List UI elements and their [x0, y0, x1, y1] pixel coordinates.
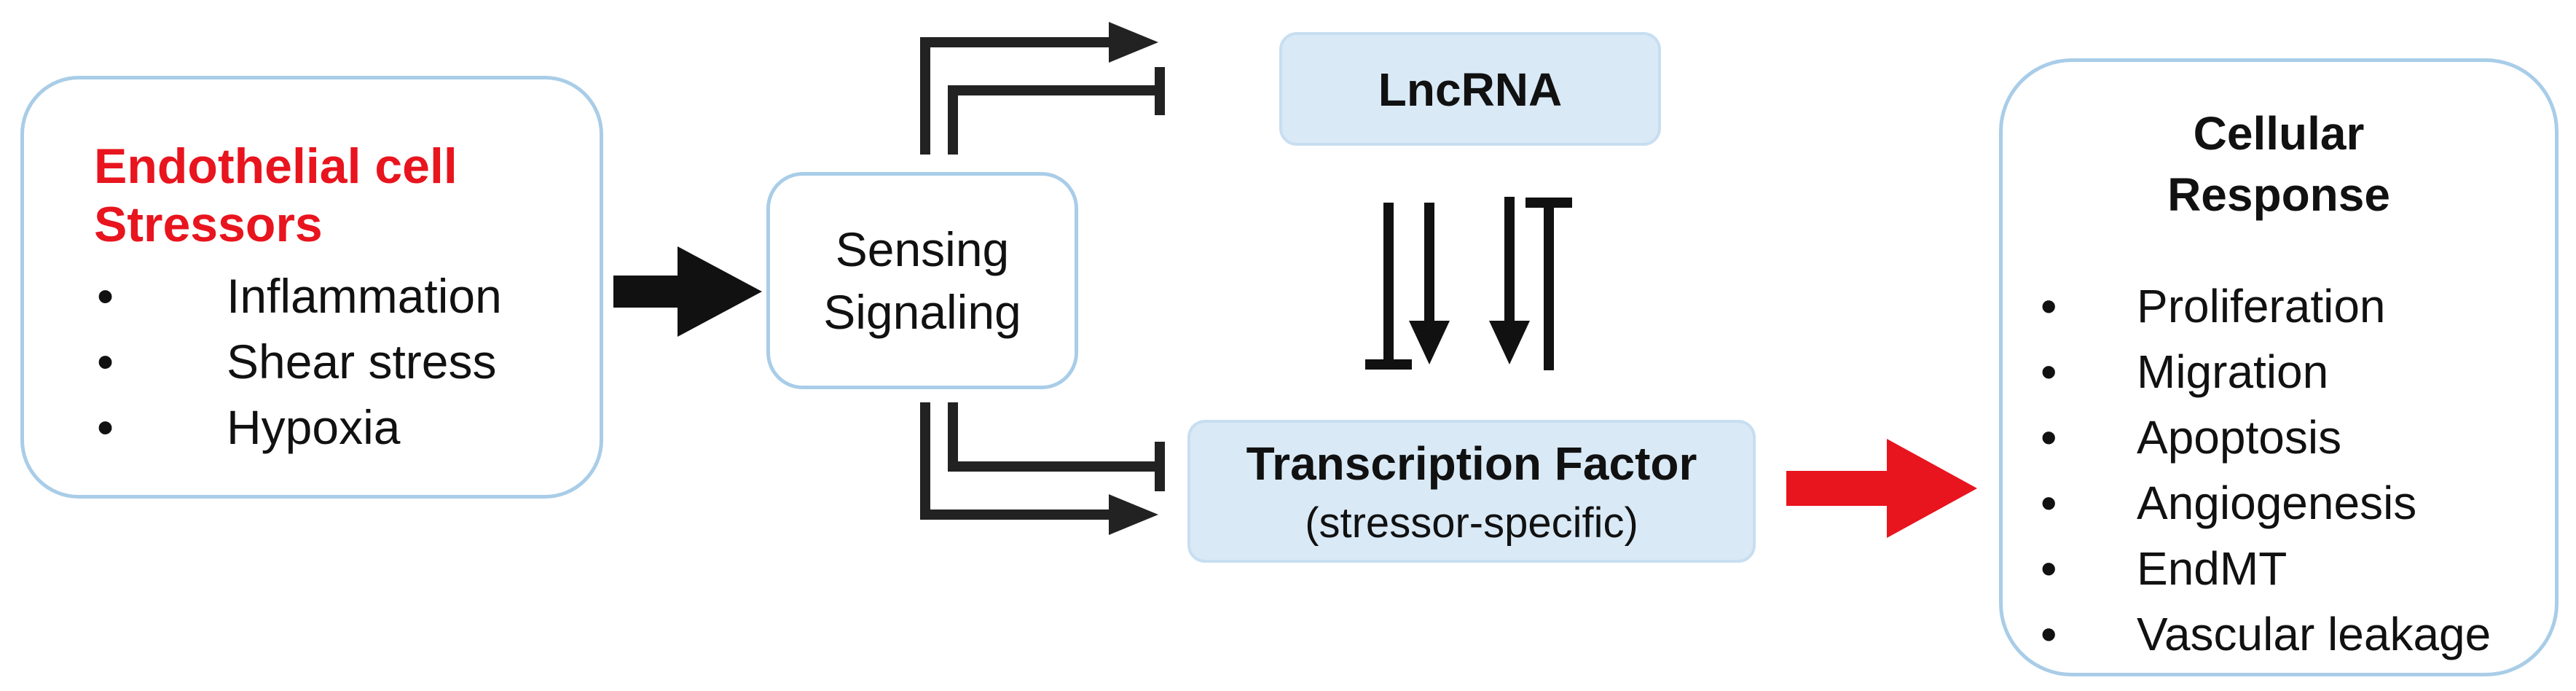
- stressors-title-line1: Endothelial cell: [94, 138, 458, 194]
- stressors-title-line2: Stressors: [94, 197, 323, 252]
- list-item: • Vascular leakage: [2041, 601, 2521, 667]
- list-item: • Apoptosis: [2041, 405, 2521, 470]
- response-proliferation: Proliferation: [2137, 280, 2386, 332]
- lncrna-label: LncRNA: [1378, 63, 1563, 116]
- list-item: • Angiogenesis: [2041, 470, 2521, 536]
- response-apoptosis: Apoptosis: [2137, 411, 2342, 464]
- tf-to-response-arrow: [1786, 439, 1977, 538]
- bullet-icon: •: [2041, 477, 2057, 529]
- bullet-icon: •: [2041, 346, 2057, 398]
- list-item: • Hypoxia: [97, 394, 534, 460]
- list-item: • Shear stress: [97, 329, 534, 394]
- bullet-icon: •: [2041, 280, 2057, 332]
- sensing-activates-lncrna-arrow: [920, 37, 1115, 155]
- cellular-response-box: Cellular Response • Proliferation • Migr…: [1999, 58, 2559, 676]
- signaling-label: Signaling: [823, 285, 1021, 339]
- stressor-inflammation: Inflammation: [227, 269, 502, 323]
- response-migration: Migration: [2137, 346, 2329, 398]
- list-item: • Proliferation: [2041, 273, 2521, 339]
- response-angiogenesis: Angiogenesis: [2137, 477, 2417, 529]
- stressor-list: • Inflammation • Shear stress • Hypoxia: [97, 263, 534, 460]
- bullet-icon: •: [97, 335, 114, 389]
- response-vascular-leakage: Vascular leakage: [2137, 608, 2491, 660]
- stressor-to-sensing-arrow: [613, 246, 762, 337]
- response-endmt: EndMT: [2137, 542, 2288, 595]
- list-item: • Migration: [2041, 339, 2521, 405]
- sensing-activates-tf-arrow: [920, 402, 1115, 520]
- sensing-signaling-box: Sensing Signaling: [766, 172, 1078, 389]
- stressor-shear-stress: Shear stress: [227, 335, 497, 389]
- bullet-icon: •: [2041, 542, 2057, 595]
- response-list: • Proliferation • Migration • Apoptosis …: [2041, 273, 2521, 667]
- sensing-label: Sensing: [835, 222, 1010, 276]
- list-item: • EndMT: [2041, 536, 2521, 601]
- lncrna-box: LncRNA: [1279, 32, 1661, 146]
- response-title-line1: Cellular: [2193, 107, 2365, 160]
- stressor-hypoxia: Hypoxia: [227, 400, 401, 454]
- response-title-line2: Response: [2167, 168, 2390, 221]
- list-item: • Inflammation: [97, 263, 534, 329]
- bullet-icon: •: [2041, 608, 2057, 660]
- bullet-icon: •: [2041, 411, 2057, 464]
- stressors-box: Endothelial cell Stressors • Inflammatio…: [20, 76, 603, 499]
- transcription-factor-subtitle: (stressor-specific): [1305, 499, 1638, 547]
- bullet-icon: •: [97, 400, 114, 454]
- transcription-factor-title: Transcription Factor: [1246, 437, 1697, 490]
- transcription-factor-box: Transcription Factor (stressor-specific): [1187, 420, 1756, 563]
- sensing-inhibits-lncrna-arrow: [948, 85, 1160, 155]
- bullet-icon: •: [97, 269, 114, 323]
- sensing-inhibits-tf-arrow: [948, 402, 1160, 472]
